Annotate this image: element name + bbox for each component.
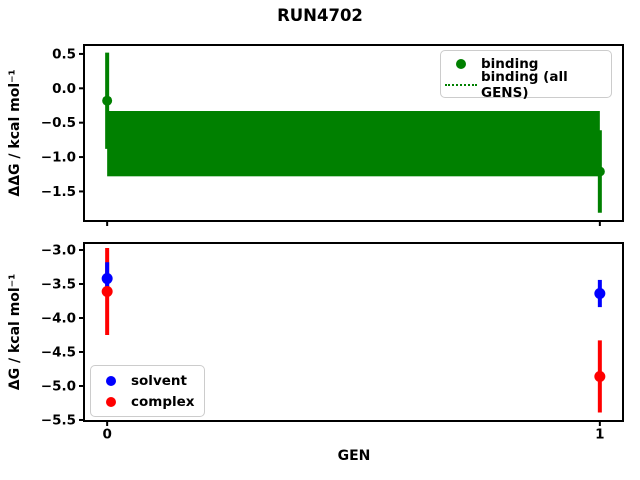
data-point-complex-gen0 (101, 285, 113, 297)
data-point-complex-gen1 (594, 370, 606, 382)
axes-frame-top (83, 44, 624, 222)
legend-item-binding: binding (441, 53, 611, 74)
data-point-solvent-gen0 (101, 273, 113, 285)
legend-free-energy: solvent complex (90, 365, 205, 417)
y-tick-label: −4.0 (41, 310, 76, 326)
legend-item-solvent: solvent (91, 370, 204, 391)
y-tick-label: −0.5 (41, 115, 76, 131)
legend-label-solvent: solvent (131, 372, 187, 389)
y-tick-label: 0.0 (52, 81, 76, 97)
y-tick-label: 0.5 (52, 46, 76, 62)
figure-title: RUN4702 (277, 6, 363, 25)
legend-label-binding: binding (481, 55, 539, 72)
y-axis-label-bottom: ΔG / kcal mol⁻¹ (7, 273, 23, 391)
uncertainty-band-binding-all-gens- (107, 111, 600, 177)
legend-marker-cell (441, 83, 481, 86)
legend-binding: binding binding (all GENS) (440, 50, 612, 101)
data-point-binding-gen1 (594, 166, 605, 177)
legend-item-complex: complex (91, 391, 204, 412)
x-tick-label: 1 (595, 427, 604, 443)
axes-frame-bottom (83, 242, 624, 422)
y-tick-label: −3.5 (41, 276, 76, 292)
y-axis-label-top: ΔΔG / kcal mol⁻¹ (7, 69, 23, 197)
legend-marker-cell (91, 396, 131, 407)
data-point-binding-gen0 (102, 95, 113, 106)
legend-item-binding-all-gens: binding (all GENS) (441, 69, 611, 101)
legend-label-binding-all-gens: binding (all GENS) (481, 68, 568, 101)
binding-dot-icon (456, 58, 466, 69)
data-point-solvent-gen1 (594, 288, 606, 300)
complex-dot-icon (106, 396, 116, 407)
solvent-dot-icon (106, 375, 116, 386)
y-tick-label: −5.5 (41, 412, 76, 428)
x-tick-label: 0 (102, 427, 111, 443)
legend-label-complex: complex (131, 393, 195, 410)
legend-marker-cell (441, 58, 481, 69)
binding-all-gens-dotted-line-icon (445, 83, 477, 86)
y-tick-label: −1.5 (41, 184, 76, 200)
y-tick-label: −1.0 (41, 150, 76, 166)
y-tick-label: −4.5 (41, 344, 76, 360)
legend-marker-cell (91, 375, 131, 386)
y-tick-label: −5.0 (41, 378, 76, 394)
x-axis-label: GEN (337, 448, 371, 464)
y-tick-label: −3.0 (41, 243, 76, 259)
